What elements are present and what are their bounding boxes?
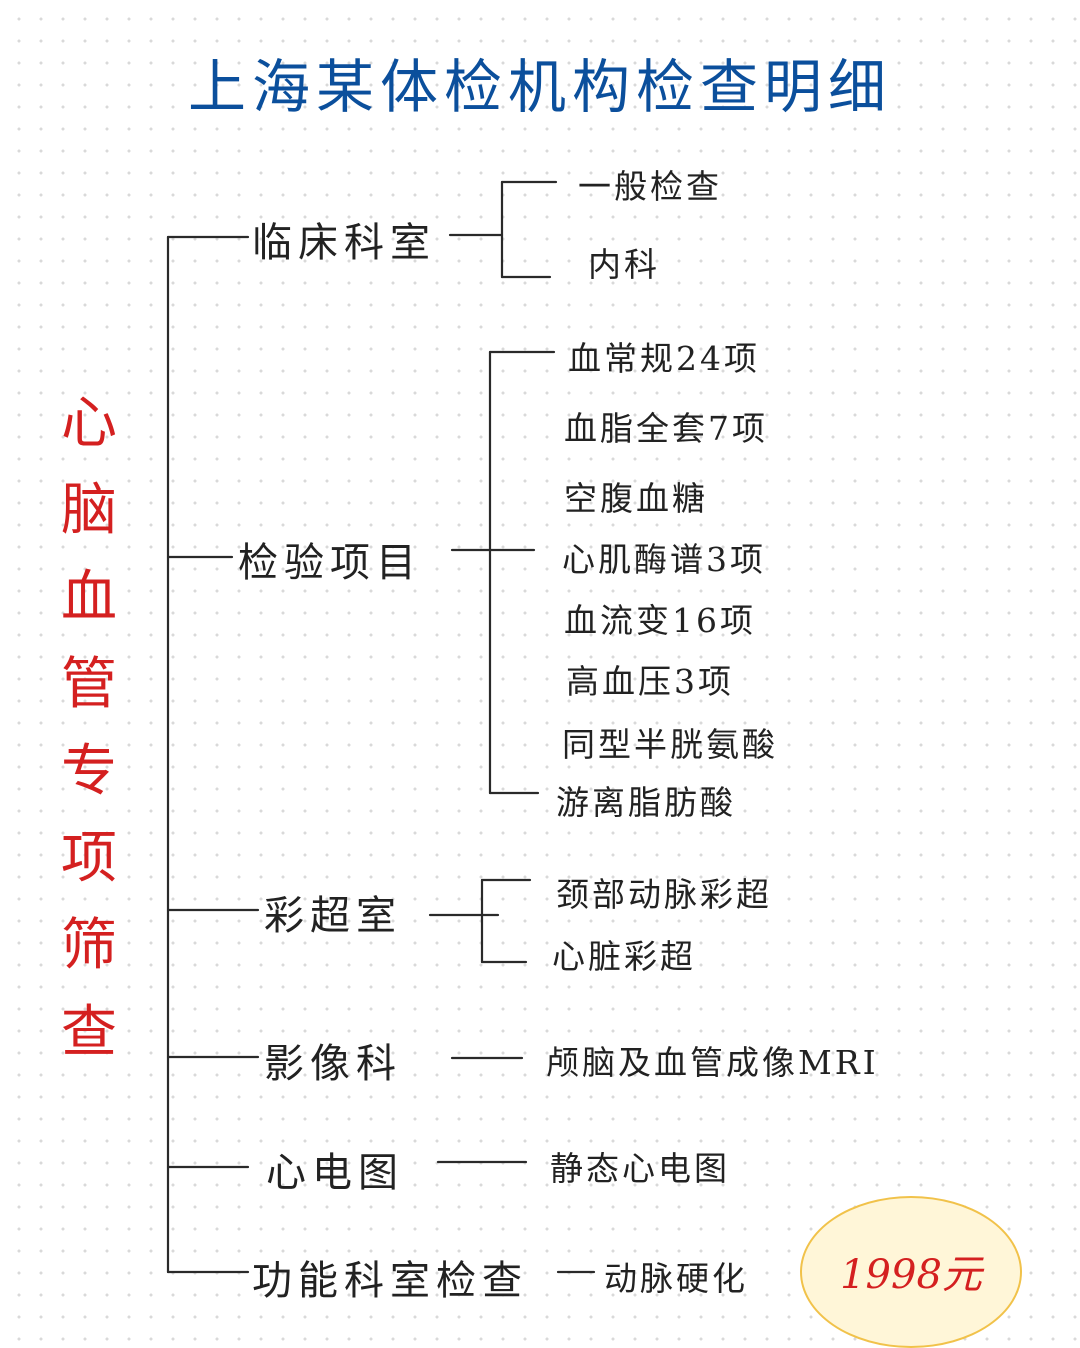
side-title-char: 筛 <box>61 913 117 978</box>
side-title-char: 专 <box>61 739 117 804</box>
category-label: 影像科 <box>264 1041 402 1087</box>
item-label: 血脂全套7项 <box>564 409 768 448</box>
category-label: 检验项目 <box>238 540 422 586</box>
price-badge: 1998元 <box>800 1196 1022 1348</box>
category-label: 功能科室检查 <box>252 1258 528 1304</box>
item-label: 同型半胱氨酸 <box>562 725 778 764</box>
item-label: 游离脂肪酸 <box>556 783 736 822</box>
page-title: 上海某体检机构检查明细 <box>187 53 892 121</box>
item-label: 动脉硬化 <box>604 1259 748 1298</box>
item-label: 空腹血糖 <box>564 479 708 518</box>
item-label: 颅脑及血管成像MRI <box>546 1043 879 1082</box>
item-label: 颈部动脉彩超 <box>556 875 772 914</box>
item-label: 内科 <box>588 245 660 284</box>
item-label: 一般检查 <box>578 167 722 206</box>
side-title-char: 管 <box>61 652 117 717</box>
item-label: 高血压3项 <box>566 662 734 701</box>
category-label: 彩超室 <box>264 893 402 939</box>
item-label: 心肌酶谱3项 <box>562 540 766 579</box>
side-title-char: 项 <box>61 826 117 891</box>
price-label: 1998元 <box>840 1252 982 1298</box>
side-title-char: 脑 <box>61 478 117 543</box>
item-label: 血常规24项 <box>568 339 760 378</box>
item-label: 心脏彩超 <box>552 937 696 976</box>
item-label: 静态心电图 <box>550 1149 730 1188</box>
category-label: 临床科室 <box>252 220 436 266</box>
side-title-char: 血 <box>61 565 117 630</box>
side-title-char: 查 <box>61 1000 117 1065</box>
category-label: 心电图 <box>266 1150 404 1196</box>
side-title: 心 脑 血 管 专 项 筛 查 <box>54 380 124 1076</box>
item-label: 血流变16项 <box>564 601 756 640</box>
side-title-char: 心 <box>61 391 117 456</box>
